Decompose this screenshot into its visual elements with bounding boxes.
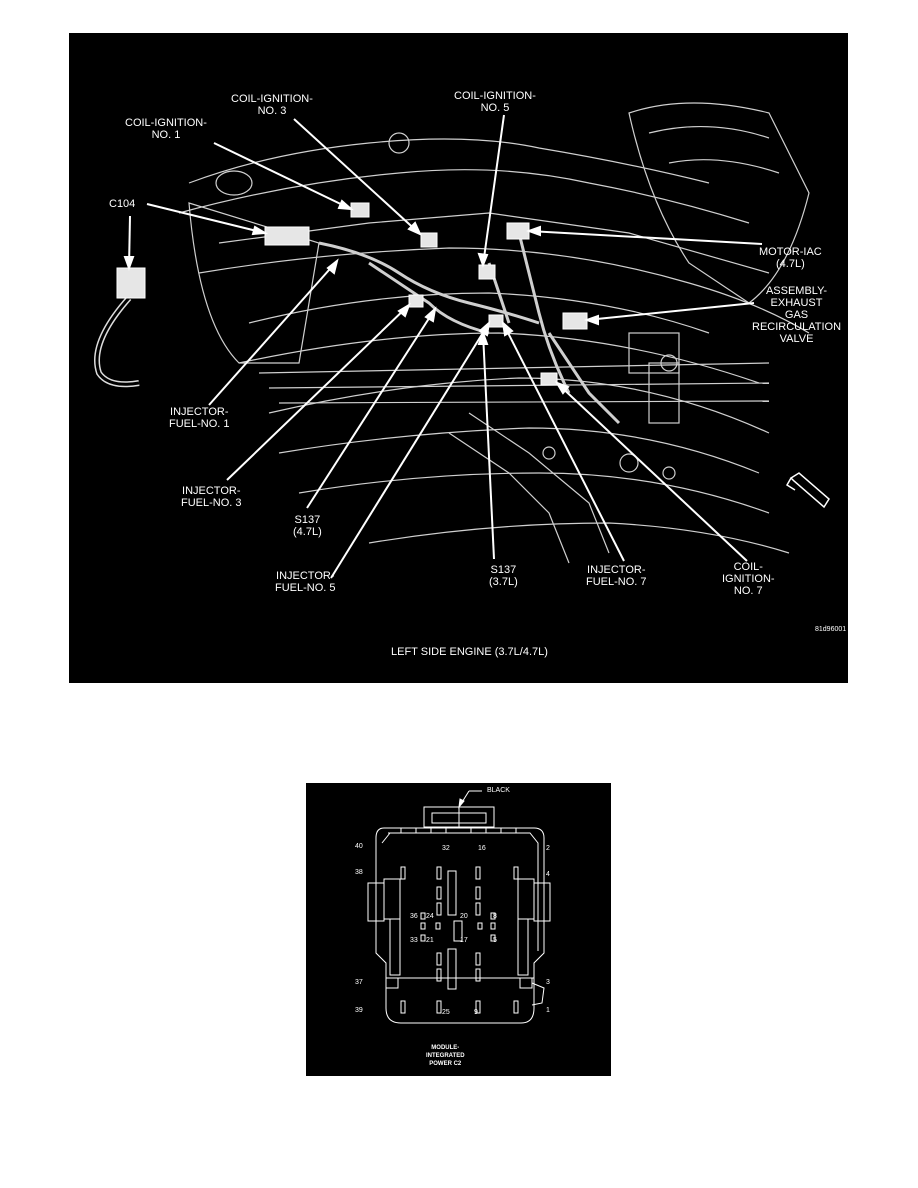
figure-code: 81d96001 (815, 626, 847, 633)
forward-arrow-icon (785, 472, 830, 509)
pin-8: 8 (493, 913, 497, 920)
module-label: MODULE- INTEGRATED POWER C2 (426, 1045, 465, 1067)
egr-connector (562, 312, 588, 330)
injector-5-connector (488, 314, 504, 328)
pin-24: 24 (426, 913, 434, 920)
coil-3-connector (420, 232, 438, 248)
engine-diagram: COIL-IGNITION- NO. 3 COIL-IGNITION- NO. … (69, 33, 848, 683)
label-injector-fuel-7: INJECTOR- FUEL-NO. 7 (586, 564, 647, 588)
pin-36: 36 (410, 913, 418, 920)
label-coil-ignition-1: COIL-IGNITION- NO. 1 (125, 117, 207, 141)
pin-9: 9 (474, 1009, 478, 1016)
pin-33: 33 (410, 937, 418, 944)
coil-5-connector (478, 264, 496, 280)
label-coil-ignition-5: COIL-IGNITION- NO. 5 (454, 90, 536, 114)
pin-21: 21 (426, 937, 434, 944)
pin-2: 2 (546, 845, 550, 852)
connector-pinout-diagram: BLACK 40 32 16 2 38 4 36 24 20 8 33 21 1… (306, 783, 611, 1076)
label-coil-ignition-7: COIL- IGNITION- NO. 7 (722, 561, 775, 597)
label-egr-valve: ASSEMBLY- EXHAUST GAS RECIRCULATION VALV… (752, 285, 842, 345)
pin-3: 3 (546, 979, 550, 986)
label-s137-4-7l: S137 (4.7L) (293, 514, 322, 538)
pin-20: 20 (460, 913, 468, 920)
label-c104: C104 (109, 198, 136, 210)
coil-7-connector (540, 372, 558, 386)
figure-caption: LEFT SIDE ENGINE (3.7L/4.7L) (391, 646, 548, 658)
label-injector-fuel-5: INJECTOR- FUEL-NO. 5 (275, 570, 336, 594)
pin-17: 17 (460, 937, 468, 944)
pin-38: 38 (355, 869, 363, 876)
injector-3-connector (408, 294, 424, 308)
label-coil-ignition-3: COIL-IGNITION- NO. 3 (231, 93, 313, 117)
c104-plug (116, 267, 146, 299)
c104-connector (264, 226, 310, 246)
motor-iac-connector (506, 222, 530, 240)
connector-line-art (367, 790, 551, 1024)
pin-37: 37 (355, 979, 363, 986)
pin-1: 1 (546, 1007, 550, 1014)
pin-5: 5 (493, 937, 497, 944)
pin-4: 4 (546, 871, 550, 878)
label-injector-fuel-1: INJECTOR- FUEL-NO. 1 (169, 406, 230, 430)
color-label: BLACK (487, 787, 510, 794)
label-s137-3-7l: S137 (3.7L) (489, 564, 518, 588)
pin-40: 40 (355, 843, 363, 850)
coil-1-connector (350, 202, 370, 218)
label-injector-fuel-3: INJECTOR- FUEL-NO. 3 (181, 485, 242, 509)
pin-39: 39 (355, 1007, 363, 1014)
pin-32: 32 (442, 845, 450, 852)
pin-25: 25 (442, 1009, 450, 1016)
engine-line-art (94, 102, 830, 579)
pin-16: 16 (478, 845, 486, 852)
label-motor-iac: MOTOR-IAC (4.7L) (759, 246, 822, 270)
